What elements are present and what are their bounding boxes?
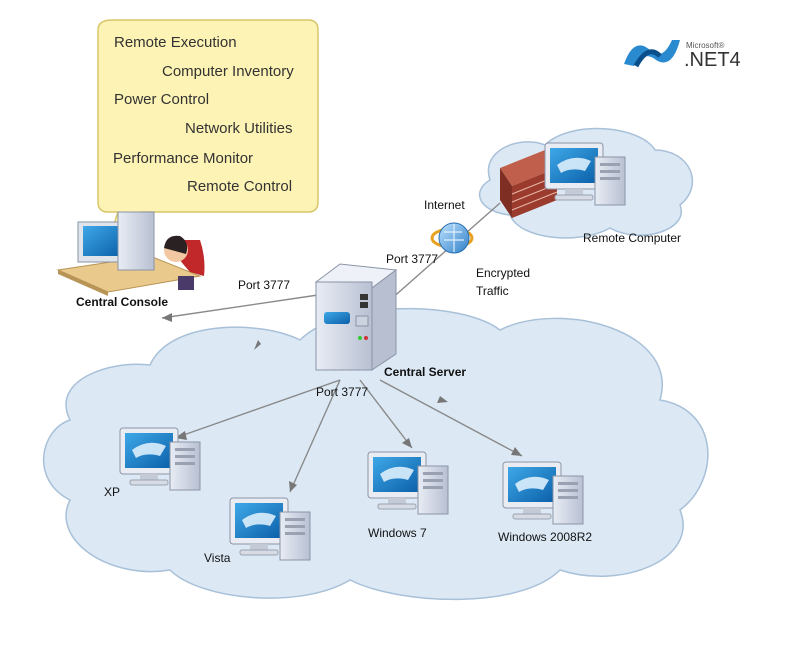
link-console	[161, 294, 319, 319]
internet-globe-icon	[430, 222, 474, 254]
feature-performance-monitor: Performance Monitor	[113, 150, 253, 167]
link-win2008	[379, 379, 523, 457]
central-server-icon	[314, 263, 398, 371]
encrypted-label-line2: Traffic	[476, 284, 509, 298]
win7-label: Windows 7	[368, 526, 427, 540]
connection-lines	[161, 202, 523, 493]
link-xp	[174, 379, 341, 439]
remote-computer-label: Remote Computer	[583, 231, 681, 245]
central-console-icon	[56, 211, 205, 296]
win2008-label: Windows 2008R2	[498, 530, 592, 544]
feature-network-utilities: Network Utilities	[185, 120, 293, 137]
feature-remote-execution: Remote Execution	[114, 34, 237, 51]
logo-microsoft-text: Microsoft®	[686, 41, 724, 50]
internet-label: Internet	[424, 198, 465, 212]
port-internet-label: Port 3777	[386, 252, 438, 266]
feature-remote-control: Remote Control	[187, 178, 292, 195]
link-vista	[289, 379, 341, 493]
vista-label: Vista	[204, 551, 231, 565]
xp-label: XP	[104, 485, 120, 499]
dotnet-logo: Microsoft® .NET4	[624, 40, 741, 71]
link-internet	[389, 202, 501, 301]
encrypted-label-line1: Encrypted	[476, 266, 530, 280]
port-lan-label: Port 3777	[316, 385, 368, 399]
port-console-label: Port 3777	[238, 278, 290, 292]
feature-computer-inventory: Computer Inventory	[162, 63, 294, 80]
link-win7	[359, 379, 413, 449]
logo-net4-text: .NET4	[684, 49, 741, 71]
feature-power-control: Power Control	[114, 91, 209, 108]
central-console-label: Central Console	[76, 295, 168, 309]
central-server-label: Central Server	[384, 365, 466, 379]
